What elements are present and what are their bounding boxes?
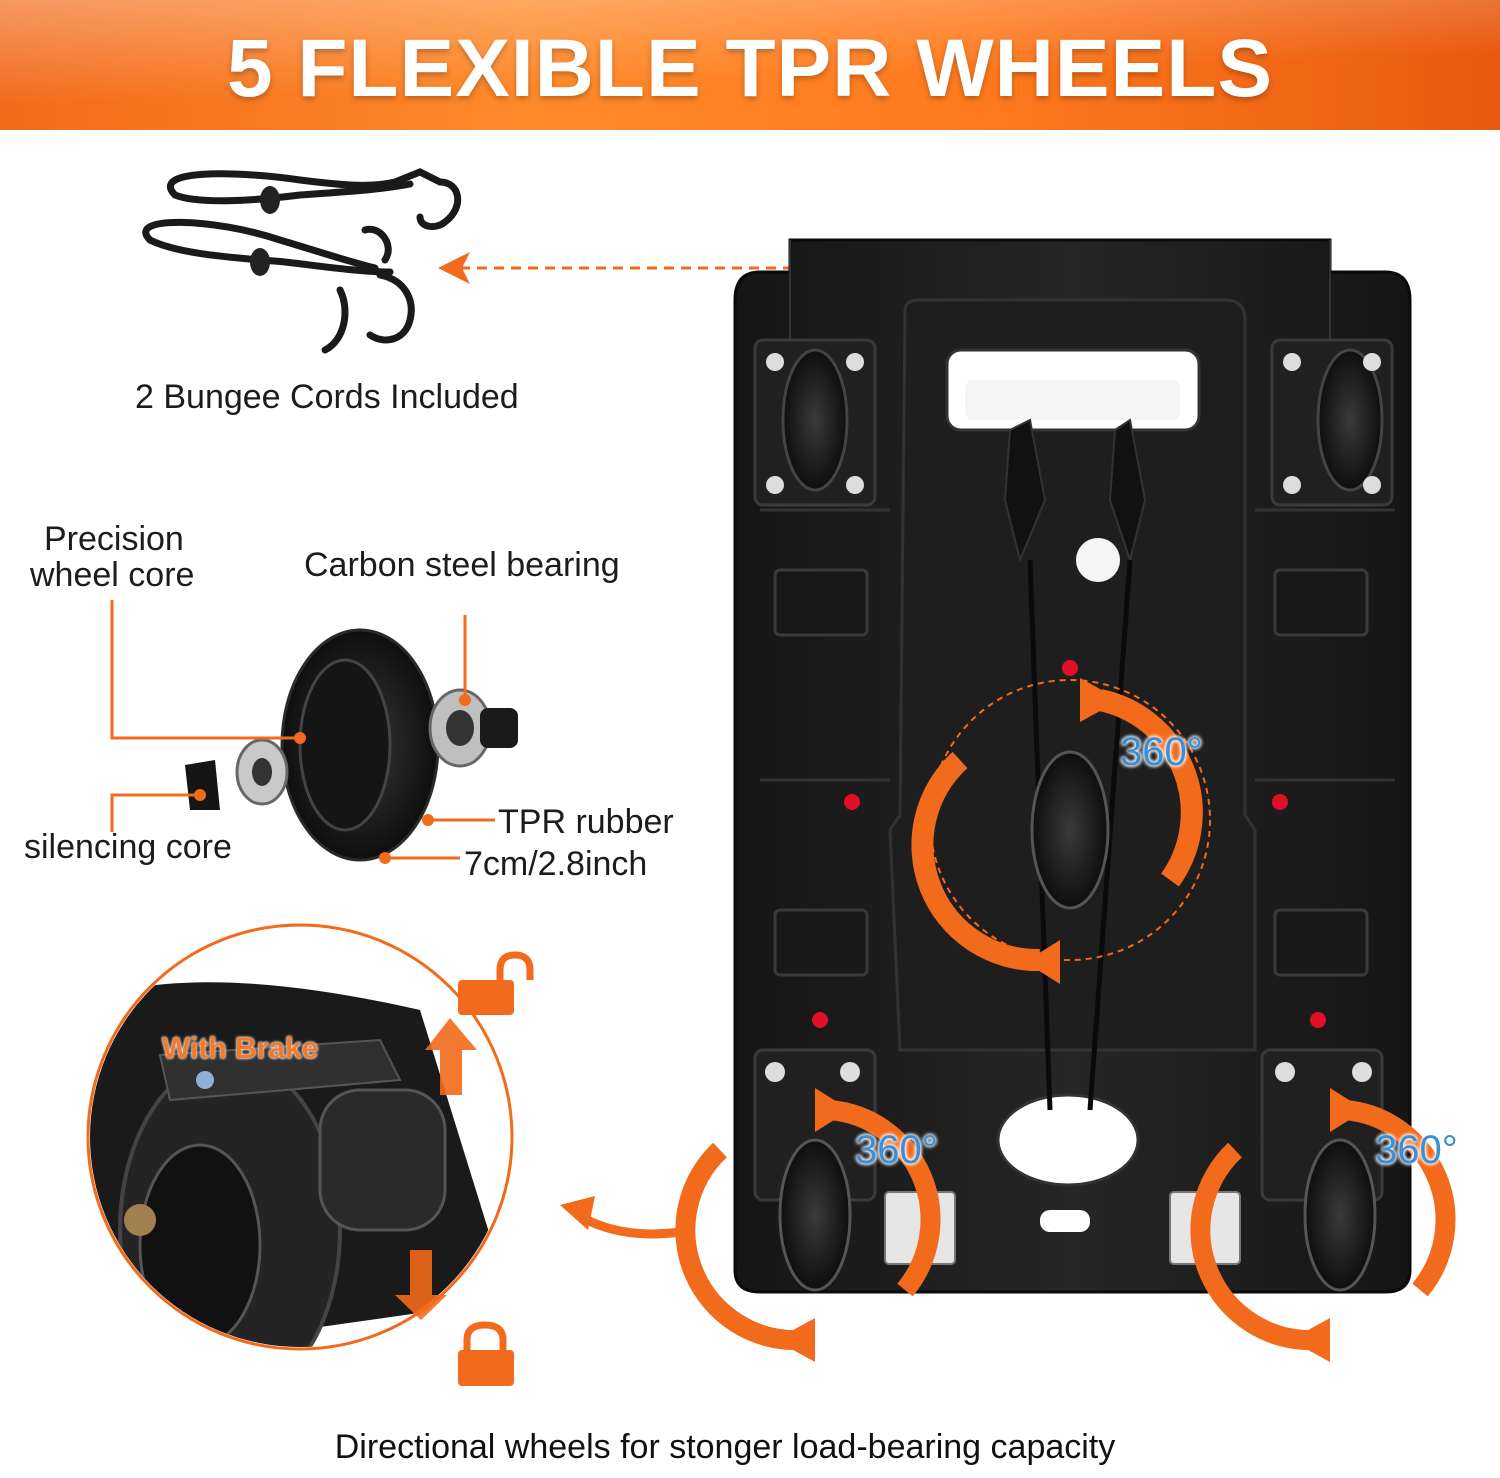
rotation-label-center: 360° — [1120, 730, 1203, 774]
rotate-arrow-icon — [675, 1100, 1456, 1351]
brake-closeup — [86, 923, 514, 1351]
rotation-label-left: 360° — [855, 1128, 938, 1172]
banner-title: 5 FLEXIBLE TPR WHEELS — [226, 23, 1274, 114]
exploded-wheel — [185, 628, 518, 862]
arrow-down-icon — [395, 1250, 447, 1320]
cart-wheel-top-right — [1270, 338, 1394, 507]
pointer-arrow-icon — [438, 252, 470, 284]
precision-label-line2: wheel core — [30, 556, 195, 594]
size-label: 7cm/2.8inch — [464, 845, 648, 883]
callout-dots — [194, 694, 471, 864]
rotate-arrow-icon — [1290, 1318, 1330, 1362]
rotate-arrow-icon — [1330, 1088, 1365, 1132]
callout-lines — [110, 600, 495, 860]
cart-bungee-hooks — [1003, 418, 1147, 564]
rotate-dashed-ring — [929, 679, 1211, 961]
lock-icon — [458, 1321, 514, 1386]
precision-label-line1: Precision — [44, 520, 184, 558]
pointer-arrow-icon — [560, 1196, 595, 1230]
unlock-icon — [458, 951, 534, 1015]
rotate-arrow-icon — [815, 1088, 850, 1132]
silencing-label: silencing core — [24, 828, 232, 866]
footer-caption: Directional wheels for stonger load-bear… — [334, 1428, 1116, 1466]
tpr-label: TPR rubber — [498, 803, 674, 841]
bungee-label: 2 Bungee Cords Included — [135, 378, 519, 416]
cart-center-wheel — [1030, 750, 1110, 910]
bungee-cords — [142, 168, 462, 354]
rotate-arrow-icon — [1080, 678, 1120, 722]
rotate-arrow-icon — [775, 1318, 815, 1362]
rotate-arrow-icon — [911, 689, 1203, 972]
title-banner: 5 FLEXIBLE TPR WHEELS — [0, 0, 1500, 130]
red-pins — [812, 660, 1326, 1028]
cord-knot — [250, 248, 270, 276]
cart-wheel-bottom-right — [1260, 1048, 1384, 1292]
arrow-up-icon — [425, 1018, 477, 1095]
cord-knot — [260, 186, 280, 214]
bearing-label: Carbon steel bearing — [304, 546, 620, 584]
rotation-label-right: 360° — [1375, 1128, 1458, 1172]
rotate-arrow-icon — [1025, 940, 1060, 984]
brake-label: With Brake — [162, 1032, 319, 1065]
pointer-arrow-icon — [575, 1211, 681, 1239]
cart-wheel-top-left — [753, 338, 877, 507]
hinge-blocks — [773, 568, 1369, 977]
